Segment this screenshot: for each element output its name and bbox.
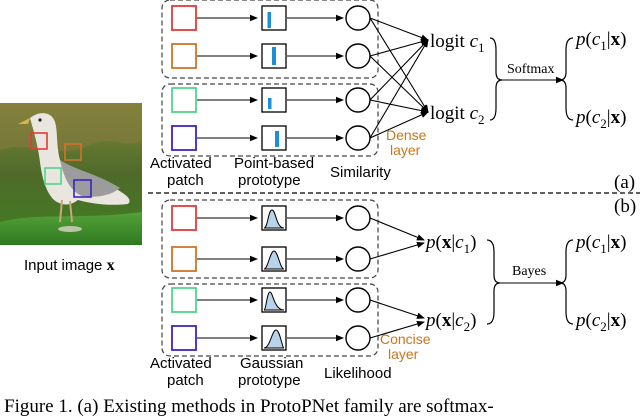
point-prototype-2 (261, 43, 287, 69)
likelihood-node-2 (345, 246, 371, 272)
col-proto-label-b: Gaussian prototype (238, 355, 308, 389)
logit-c1: logit c1 (430, 31, 485, 55)
group-box-b2 (161, 283, 379, 357)
likelihood-node-4 (345, 325, 371, 351)
output-a-c1: p(c1|x) (574, 29, 626, 53)
similarity-node-3 (345, 87, 371, 113)
panel-b: (b) (150, 196, 636, 389)
figure-caption: Figure 1. (a) Existing methods in ProtoP… (4, 396, 494, 416)
patch-orange-b (171, 246, 197, 272)
patch-red (171, 5, 197, 31)
concise-connections (369, 217, 425, 339)
brace-a-left (489, 37, 503, 121)
input-image-label: Input image x (24, 257, 115, 274)
patch-purple-b (171, 325, 197, 351)
panel-b-tag: (b) (614, 196, 636, 217)
col-proto-label-a: Point-based prototype (234, 155, 318, 189)
output-b-c2: p(c2|x) (574, 310, 626, 334)
gaussian-prototype-2 (261, 246, 287, 272)
patch-green-b (171, 287, 197, 313)
likelihood-node-3 (345, 287, 371, 313)
dense-layer-label: Dense layer (386, 127, 430, 158)
col-sim-label-a: Similarity (330, 164, 391, 181)
patch-green (171, 87, 197, 113)
patch-purple (171, 125, 197, 151)
gaussian-prototype-4 (261, 325, 287, 351)
patch-orange (171, 43, 197, 69)
gaussian-prototype-3 (261, 287, 287, 313)
likelihood-c1: p(x|c1) (424, 232, 476, 256)
similarity-node-4 (345, 125, 371, 151)
group-box-a2 (161, 83, 379, 157)
panel-a-tag: (a) (614, 172, 635, 193)
group-box-a1 (161, 0, 379, 79)
brace-b-right (559, 239, 574, 325)
col-patch-label-a: Activated patch (150, 155, 216, 189)
input-image (0, 103, 142, 245)
bayes-label: Bayes (512, 264, 546, 279)
dense-connections (369, 17, 429, 139)
softmax-label: Softmax (507, 62, 554, 77)
brace-b-left (486, 239, 501, 325)
concise-layer-label: Concise layer (380, 331, 434, 362)
likelihood-node-1 (345, 205, 371, 231)
gaussian-prototype-1 (261, 205, 287, 231)
logit-c2: logit c2 (430, 103, 485, 127)
col-patch-label-b: Activated patch (150, 355, 216, 389)
similarity-node-2 (345, 43, 371, 69)
patch-red-b (171, 205, 197, 231)
point-prototype-3 (261, 87, 287, 113)
group-box-b1 (161, 199, 379, 279)
output-a-c2: p(c2|x) (574, 107, 626, 131)
col-sim-label-b: Likelihood (324, 365, 392, 382)
similarity-node-1 (345, 5, 371, 31)
panel-a: logit c1 logit c2 Softmax p(c1|x) p(c2|x… (150, 0, 635, 193)
output-b-c1: p(c1|x) (574, 232, 626, 256)
point-prototype-1 (261, 5, 287, 31)
brace-a-right (559, 37, 574, 121)
point-prototype-4 (261, 125, 287, 151)
